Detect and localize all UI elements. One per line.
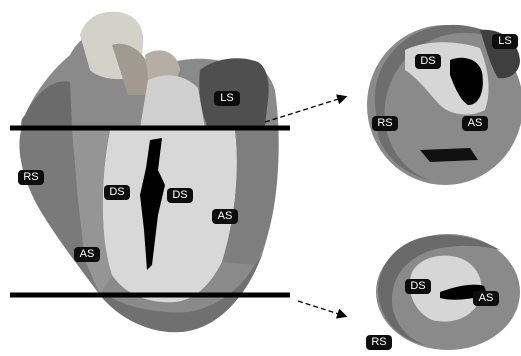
label-heart-ds-right: DS: [167, 188, 193, 203]
label-heart-as-right: AS: [212, 209, 238, 224]
label-bottom-slice-rs: RS: [366, 335, 392, 350]
label-heart-ds-left: DS: [104, 185, 130, 200]
upper-slice-lower-cavity: [420, 148, 478, 162]
whole-heart: [10, 12, 290, 332]
label-top-slice-ds: DS: [415, 54, 441, 69]
label-bottom-slice-as: AS: [473, 291, 499, 306]
label-top-slice-rs: RS: [372, 116, 398, 131]
label-heart-rs: RS: [18, 170, 44, 185]
label-bottom-slice-ds: DS: [405, 279, 431, 294]
label-heart-as-left: AS: [74, 247, 100, 262]
label-top-slice-ls: LS: [492, 34, 518, 49]
lower-arrow: [298, 301, 345, 316]
label-top-slice-as: AS: [462, 116, 488, 131]
label-heart-ls: LS: [214, 91, 240, 106]
right-wall-strip: [21, 81, 72, 128]
